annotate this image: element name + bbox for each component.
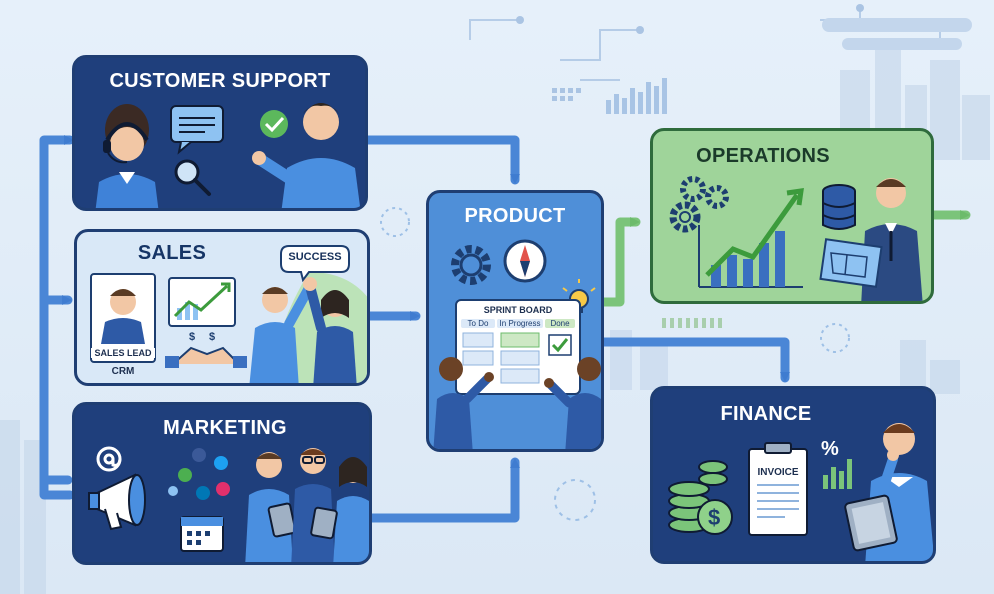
- calendar-icon: [180, 516, 224, 552]
- compass-icon: [503, 239, 547, 283]
- customer-support-panel: CUSTOMER SUPPORT: [72, 55, 368, 211]
- sales-title: SALES: [137, 242, 207, 264]
- marketing-panel: MARKETING: [72, 402, 372, 565]
- svg-text:%: %: [821, 438, 839, 460]
- sprint-board: SPRINT BOARD To Do In Progress Done: [455, 299, 581, 395]
- support-person-figure: [252, 103, 361, 208]
- svg-text:$: $: [708, 505, 720, 530]
- finance-title: FINANCE: [720, 403, 812, 425]
- growth-chart-icon: [168, 277, 236, 327]
- marketing-team-figures: [245, 448, 369, 562]
- at-sign-icon: [96, 446, 122, 472]
- finance-illustration: $ %: [668, 423, 933, 561]
- magnifier-icon: [174, 159, 211, 196]
- arrow-support-to-product: [361, 135, 520, 185]
- column-to-do: To Do: [461, 319, 495, 328]
- checkmark-icon: [260, 110, 288, 138]
- social-media-icon: [168, 448, 230, 500]
- svg-text:$: $: [209, 331, 215, 343]
- product-team-figures: [433, 357, 601, 449]
- database-icon: [822, 184, 856, 230]
- chat-bubble-icon: [170, 105, 224, 155]
- dollar-coin-icon: $: [697, 499, 733, 535]
- operations-illustration: [669, 176, 923, 301]
- gear-icon: [451, 245, 491, 285]
- marketing-title: MARKETING: [163, 417, 287, 439]
- operations-title: OPERATIONS: [696, 145, 830, 167]
- handshake-icon: [165, 346, 247, 368]
- board-cards: [462, 332, 572, 384]
- product-panel: PRODUCT SPRINT BOARD To Do In Progr: [426, 190, 604, 452]
- finance-panel: FINANCE $: [650, 386, 936, 564]
- arrow-product-to-operations: [599, 217, 641, 307]
- tablet-icon: [844, 494, 898, 552]
- crm-label: CRM: [111, 366, 135, 377]
- rising-chart-icon: [698, 188, 804, 288]
- customer-support-illustration: [95, 103, 361, 208]
- operations-panel: OPERATIONS: [650, 128, 934, 304]
- headset-agent-icon: [95, 104, 159, 208]
- customer-support-title: CUSTOMER SUPPORT: [109, 70, 331, 92]
- marketing-illustration: [88, 446, 369, 562]
- svg-text:$: $: [189, 331, 195, 343]
- success-bubble: SUCCESS: [288, 251, 342, 263]
- blueprint-icon: [819, 238, 883, 288]
- invoice-icon: [748, 442, 808, 536]
- arrow-left-loop-up: [39, 135, 75, 500]
- gears-icon: [669, 176, 729, 233]
- sales-panel: SALES $ $: [74, 229, 370, 386]
- high-five-icon: [249, 277, 357, 383]
- coin-stack-icon: [668, 460, 728, 533]
- invoice-label: INVOICE: [757, 467, 799, 478]
- product-title: PRODUCT: [464, 205, 566, 227]
- sales-illustration: $ $: [90, 245, 367, 383]
- column-done: Done: [545, 319, 575, 328]
- column-in-progress: In Progress: [497, 319, 543, 328]
- arrow-product-to-finance: [599, 337, 790, 383]
- percent-chart-icon: %: [821, 438, 852, 489]
- sales-lead-card-label: SALES LEAD: [91, 348, 155, 358]
- sprint-board-title: SPRINT BOARD: [483, 305, 553, 315]
- arrow-marketing-to-product: [367, 457, 520, 523]
- product-icons: [451, 239, 596, 313]
- megaphone-icon: [88, 473, 146, 531]
